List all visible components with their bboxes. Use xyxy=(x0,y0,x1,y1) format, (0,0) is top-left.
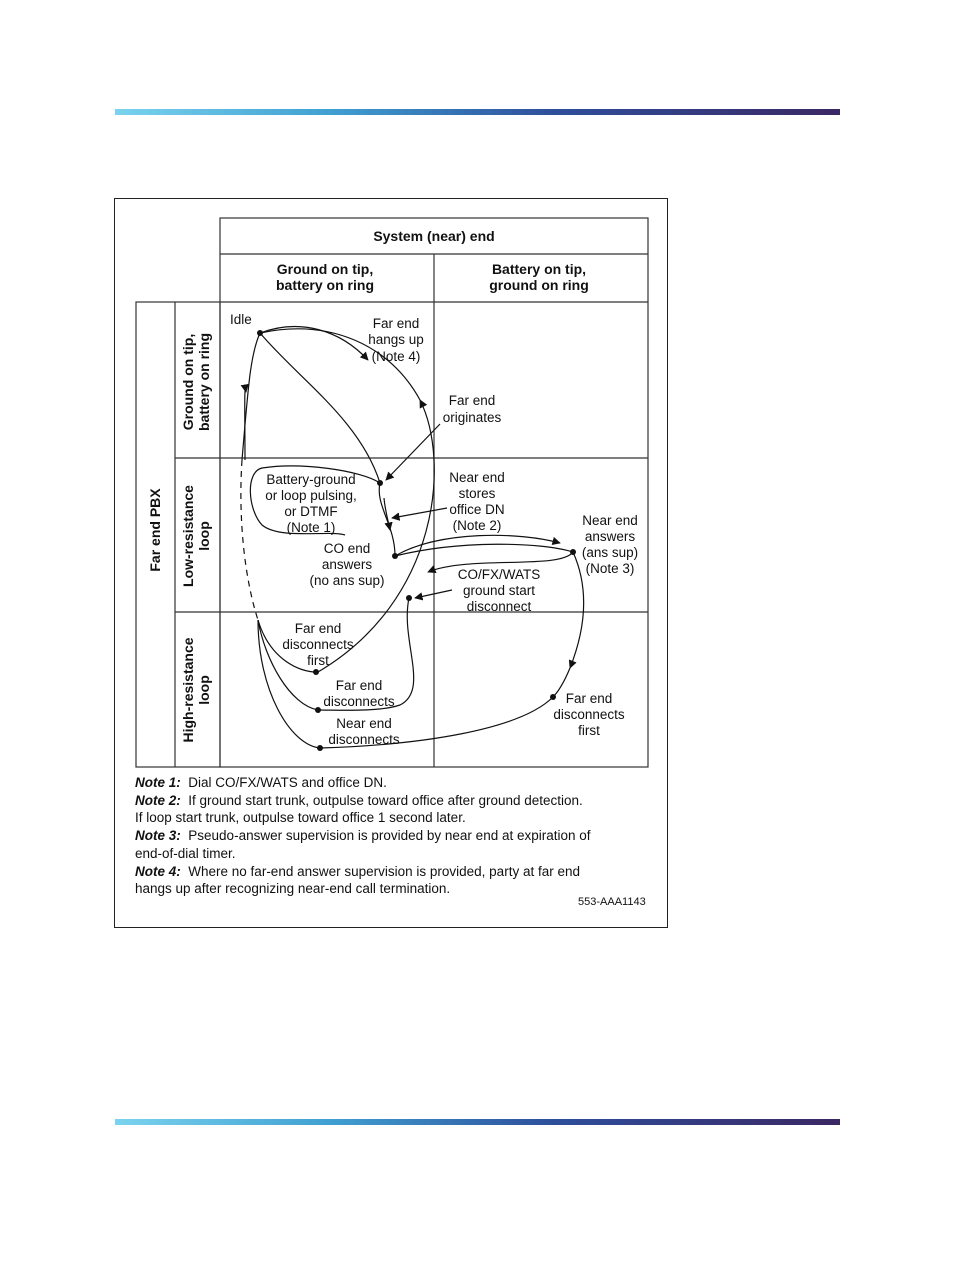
svg-text:disconnects: disconnects xyxy=(328,732,400,747)
svg-text:Far end: Far end xyxy=(295,621,342,636)
side-row1-line1: Ground on tip, xyxy=(180,334,196,430)
label-near-end-answers: Near end answers (ans sup) (Note 3) xyxy=(582,513,638,576)
label-idle: Idle xyxy=(230,312,252,327)
svg-text:Far end: Far end xyxy=(566,691,613,706)
note-line: Note 1: Dial CO/FX/WATS and office DN. xyxy=(135,775,387,790)
svg-text:disconnects: disconnects xyxy=(323,694,395,709)
label-ground-start-disconnect: CO/FX/WATS ground start disconnect xyxy=(458,567,541,614)
svg-text:disconnects: disconnects xyxy=(282,637,354,652)
svg-text:disconnects: disconnects xyxy=(553,707,625,722)
svg-text:(Note 3): (Note 3) xyxy=(586,561,635,576)
svg-text:office DN: office DN xyxy=(449,502,504,517)
svg-text:answers: answers xyxy=(585,529,636,544)
svg-text:Near end: Near end xyxy=(336,716,392,731)
pointer-arrows xyxy=(385,423,453,601)
svg-text:originates: originates xyxy=(443,410,502,425)
side-row3-line1: High-resistance xyxy=(180,637,196,742)
grid-lines xyxy=(135,217,649,768)
svg-text:first: first xyxy=(578,723,600,738)
svg-text:Far end: Far end xyxy=(449,393,496,408)
header-col2-line2: ground on ring xyxy=(489,277,589,293)
svg-text:hangs up: hangs up xyxy=(368,332,424,347)
svg-text:or DTMF: or DTMF xyxy=(284,504,337,519)
note-line: end-of-dial timer. xyxy=(135,845,236,861)
label-near-end-stores: Near end stores office DN (Note 2) xyxy=(449,470,505,533)
svg-text:Near end: Near end xyxy=(582,513,638,528)
note-line: Note 2: If ground start trunk, outpulse … xyxy=(135,792,583,808)
svg-text:ground start: ground start xyxy=(463,583,535,598)
label-far-end-disconnects-first-right: Far end disconnects first xyxy=(553,691,625,738)
header-system-near-end: System (near) end xyxy=(373,228,494,244)
svg-text:disconnect: disconnect xyxy=(467,599,532,614)
svg-text:Far end: Far end xyxy=(373,316,420,331)
svg-text:(Note 1): (Note 1) xyxy=(287,520,336,535)
label-far-end-disconnects-first-left: Far end disconnects first xyxy=(282,621,354,668)
side-title-far-end-pbx: Far end PBX xyxy=(147,488,163,572)
label-near-end-disconnects: Near end disconnects xyxy=(328,716,400,747)
svg-text:answers: answers xyxy=(322,557,373,572)
notes-block: Note 1: Dial CO/FX/WATS and office DN. N… xyxy=(135,774,655,898)
note-line: Note 3: Pseudo-answer supervision is pro… xyxy=(135,828,591,844)
dashed-return-curve xyxy=(240,459,259,621)
figure-id: 553-AAA1143 xyxy=(578,896,646,908)
svg-text:Battery-ground: Battery-ground xyxy=(266,472,355,487)
header-col1-line2: battery on ring xyxy=(276,277,374,293)
label-far-end-hangs-up: Far end hangs up (Note 4) xyxy=(368,316,424,364)
label-far-end-originates: Far end originates xyxy=(443,393,502,425)
svg-text:stores: stores xyxy=(459,486,496,501)
header-col2-line1: Battery on tip, xyxy=(492,261,586,277)
svg-text:(Note 4): (Note 4) xyxy=(372,349,421,364)
svg-text:Far end: Far end xyxy=(336,678,383,693)
label-battery-ground: Battery-ground or loop pulsing, or DTMF … xyxy=(265,472,357,535)
bottom-gradient-rule xyxy=(115,1119,840,1125)
top-gradient-rule xyxy=(115,109,840,115)
side-row3-line2: loop xyxy=(196,675,212,705)
state-dots xyxy=(257,330,576,751)
transition-curves xyxy=(240,326,585,749)
label-far-end-disconnects: Far end disconnects xyxy=(323,678,395,709)
svg-text:(Note 2): (Note 2) xyxy=(453,518,502,533)
note-line: Note 4: Where no far-end answer supervis… xyxy=(135,863,580,879)
label-co-end-answers: CO end answers (no ans sup) xyxy=(309,541,384,588)
side-row1-line2: battery on ring xyxy=(196,333,212,431)
header-col1-line1: Ground on tip, xyxy=(277,261,373,277)
note-line: hangs up after recognizing near-end call… xyxy=(135,881,451,897)
svg-text:or loop pulsing,: or loop pulsing, xyxy=(265,488,357,503)
svg-text:(no ans sup): (no ans sup) xyxy=(309,573,384,588)
svg-text:CO/FX/WATS: CO/FX/WATS xyxy=(458,567,541,582)
svg-text:CO end: CO end xyxy=(324,541,371,556)
svg-text:Near end: Near end xyxy=(449,470,505,485)
svg-text:(ans sup): (ans sup) xyxy=(582,545,638,560)
side-row2-line1: Low-resistance xyxy=(180,485,196,587)
svg-text:first: first xyxy=(307,653,329,668)
figure-frame xyxy=(114,198,668,928)
note-line: If loop start trunk, outpulse toward off… xyxy=(135,810,466,826)
side-row2-line2: loop xyxy=(196,521,212,551)
